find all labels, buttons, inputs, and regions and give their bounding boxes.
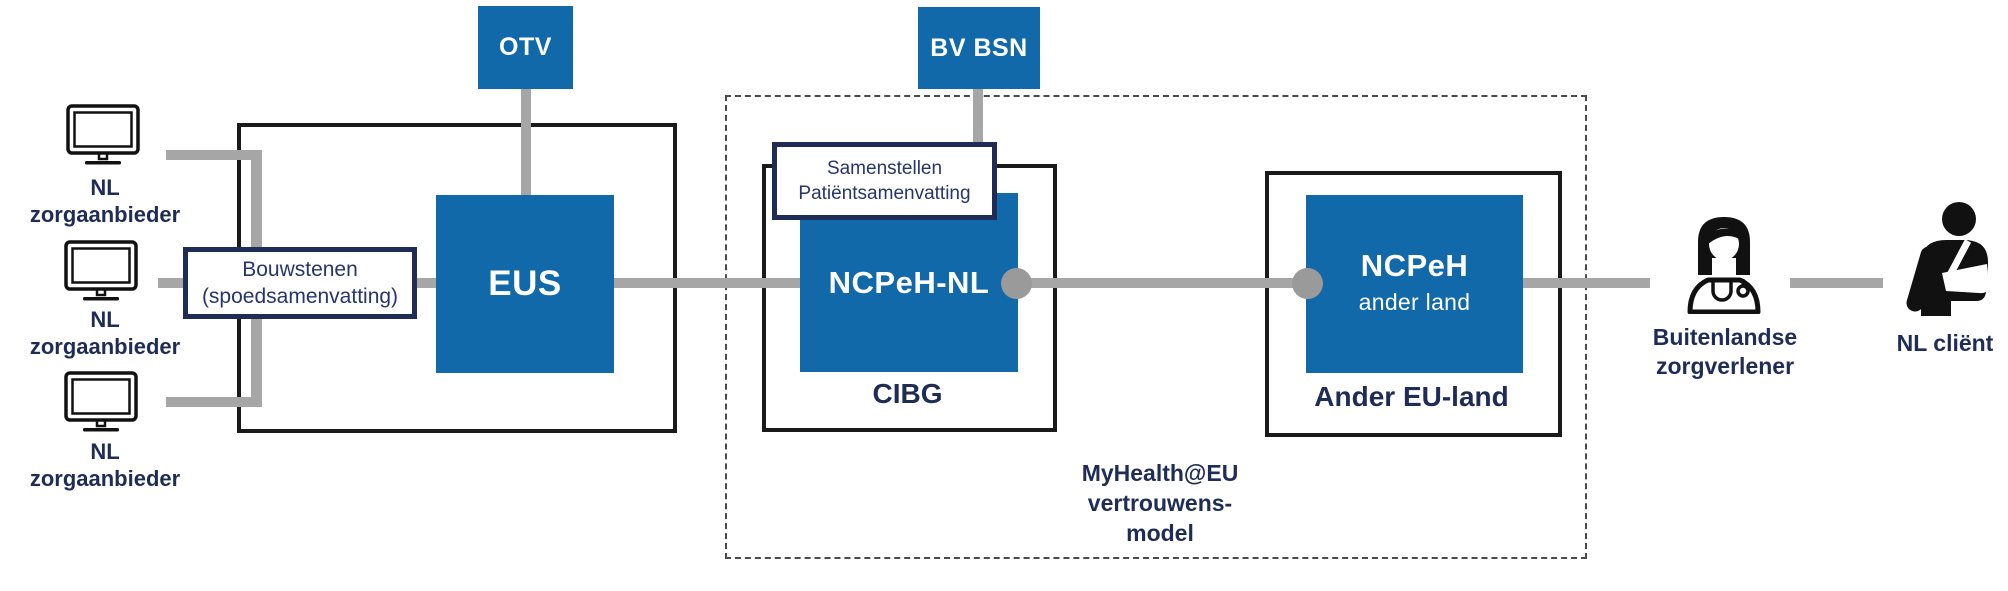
monitor-icon <box>64 240 138 301</box>
female-doctor-icon <box>1687 217 1761 314</box>
ncpeh-other-subtitle: ander land <box>1358 289 1471 315</box>
ander-eu-land-container-box <box>1265 171 1562 437</box>
connector-ncpehother-doctor <box>1519 278 1650 288</box>
foreign-provider-figure <box>1683 216 1765 314</box>
provider-1 <box>66 104 140 166</box>
node-otv: OTV <box>478 6 573 89</box>
provider-2-line2: zorgaanbieder <box>29 334 181 359</box>
trust-model-line2: vertrouwens- <box>1087 490 1233 516</box>
connector-ncpehnl-ncpehother <box>1014 278 1310 288</box>
cibg-caption: CIBG <box>762 378 1053 410</box>
connector-bvbsn-samenstellen-v <box>973 86 983 146</box>
nl-client-label: NL cliënt <box>1860 330 2008 357</box>
provider-1-label: NL zorgaanbieder <box>5 174 205 228</box>
trust-model-caption: MyHealth@EU vertrouwens- model <box>1030 458 1290 548</box>
samenstellen-line1: Samenstellen <box>826 158 943 179</box>
ander-eu-land-caption-text: Ander EU-land <box>1314 381 1509 412</box>
injured-person-icon <box>1906 202 1989 316</box>
node-ncpeh-ander-land: NCPeH ander land <box>1306 195 1523 373</box>
provider-3-line1: NL <box>90 439 120 464</box>
samenstellen-line2: Patiëntsamenvatting <box>798 183 971 204</box>
eus-label: EUS <box>488 264 562 303</box>
trust-connection-dot-right <box>1292 268 1323 299</box>
connector-otv-eus-v <box>521 86 531 198</box>
node-eus: EUS <box>436 195 614 373</box>
node-ncpeh-nl: NCPeH-NL <box>800 193 1018 372</box>
trust-model-line3: model <box>1126 520 1194 546</box>
provider-2-label: NL zorgaanbieder <box>5 306 205 360</box>
provider-3 <box>64 371 138 433</box>
connector-provider3-h <box>166 397 262 407</box>
ncpeh-nl-label: NCPeH-NL <box>828 264 990 300</box>
trust-model-line1: MyHealth@EU <box>1081 460 1239 486</box>
bouwstenen-line1: Bouwstenen <box>242 258 358 281</box>
ncpeh-other-title: NCPeH <box>1360 248 1469 283</box>
provider-1-line1: NL <box>90 175 120 200</box>
bouwstenen-label-box: Bouwstenen (spoedsamenvatting) <box>183 247 417 319</box>
connector-doctor-client <box>1790 278 1883 288</box>
myhealth-eu-trust-boundary <box>725 95 1587 559</box>
otv-label: OTV <box>499 33 552 61</box>
foreign-provider-label: Buitenlandse zorgverlener <box>1625 323 1825 381</box>
provider-1-line2: zorgaanbieder <box>29 202 181 227</box>
samenstellen-label-box: Samenstellen Patiëntsamenvatting <box>772 142 997 220</box>
foreign-provider-line2: zorgverlener <box>1655 353 1795 379</box>
ander-eu-land-caption: Ander EU-land <box>1265 381 1558 413</box>
connector-provider2-h <box>158 278 186 288</box>
node-bv-bsn: BV BSN <box>918 7 1040 89</box>
cibg-caption-text: CIBG <box>872 378 943 409</box>
provider-3-line2: zorgaanbieder <box>29 466 181 491</box>
nl-client-text: NL cliënt <box>1896 330 1994 356</box>
monitor-icon <box>64 371 138 432</box>
connector-eus-ncpehnl <box>612 278 804 288</box>
connector-bouwstenen-eus <box>415 278 440 288</box>
provider-2 <box>64 240 138 302</box>
bouwstenen-line2: (spoedsamenvatting) <box>201 285 399 308</box>
connector-provider1-h <box>166 150 262 160</box>
provider-3-label: NL zorgaanbieder <box>5 438 205 492</box>
provider-2-line1: NL <box>90 307 120 332</box>
trust-connection-dot-left <box>1001 268 1032 299</box>
monitor-icon <box>66 104 140 165</box>
nl-client-figure <box>1896 198 1998 318</box>
foreign-provider-line1: Buitenlandse <box>1652 324 1798 350</box>
bv-bsn-label: BV BSN <box>930 33 1028 62</box>
